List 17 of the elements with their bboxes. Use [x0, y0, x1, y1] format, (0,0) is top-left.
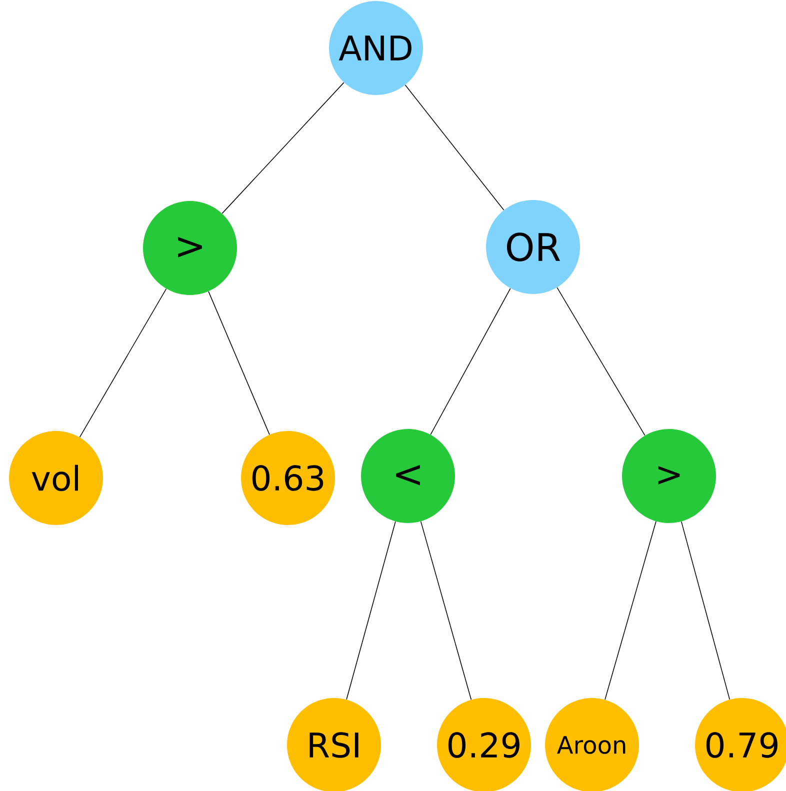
connector-line: [604, 520, 656, 700]
connector-line: [346, 521, 396, 700]
circle-node: AND: [329, 1, 423, 95]
circle-node: 0.63: [241, 431, 335, 525]
circle-node: >: [622, 429, 716, 523]
connector-line: [430, 288, 511, 435]
circle-node: <: [361, 429, 455, 523]
connector-line: [556, 287, 646, 436]
circle-node: vol: [9, 431, 103, 525]
connector-line: [222, 82, 344, 214]
circle-node: OR: [486, 200, 580, 294]
connector-line: [79, 288, 167, 438]
connector-line: [420, 521, 472, 700]
circle-node: >: [143, 201, 237, 295]
connector-line: [404, 84, 504, 210]
connector-line: [680, 521, 730, 700]
connector-line: [208, 291, 270, 435]
